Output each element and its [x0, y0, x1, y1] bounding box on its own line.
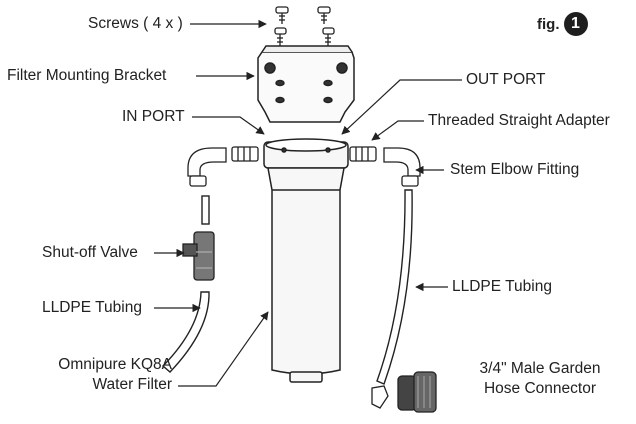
figure-number-badge: 1 — [563, 12, 588, 36]
label-adapter: Threaded Straight Adapter — [428, 112, 610, 129]
label-filter-line2: Water Filter — [92, 376, 172, 393]
label-out-port: OUT PORT — [466, 71, 546, 88]
stem-elbow-left — [187, 147, 227, 187]
screw-bottom-left — [274, 27, 287, 46]
shutoff-valve — [182, 231, 215, 281]
leader-adapter — [371, 120, 424, 141]
threaded-adapter-left — [231, 146, 259, 162]
threaded-adapter-right — [349, 146, 377, 162]
label-valve: Shut-off Valve — [42, 244, 138, 261]
screw-top-left — [275, 6, 289, 24]
label-tubing-left: LLDPE Tubing — [42, 299, 142, 316]
label-tubing-right: LLDPE Tubing — [452, 278, 552, 295]
screw-bottom-right — [322, 27, 335, 46]
filter-head — [263, 138, 349, 169]
label-elbow: Stem Elbow Fitting — [450, 161, 580, 178]
leader-out-port — [341, 79, 462, 135]
screw-top-right — [317, 6, 331, 24]
leader-filter — [178, 311, 269, 387]
figure-tag: fig. 1 — [537, 12, 588, 36]
label-in-port: IN PORT — [122, 108, 185, 125]
label-bracket: Filter Mounting Bracket — [7, 67, 167, 84]
label-filter-line1: Omnipure KQ8A — [58, 356, 172, 373]
filter-cartridge — [267, 167, 345, 383]
tubing-right — [376, 189, 413, 385]
hose-connector — [371, 371, 437, 413]
label-screws: Screws ( 4 x ) — [88, 15, 183, 32]
figure-prefix: fig. — [537, 15, 560, 33]
label-hose-line1: 3/4" Male Garden — [479, 360, 601, 377]
stem-elbow-right — [383, 147, 421, 187]
tubing-left — [161, 195, 210, 373]
leader-in-port — [192, 116, 265, 135]
filter-mounting-bracket — [257, 45, 355, 123]
label-hose-line2: Hose Connector — [483, 380, 596, 397]
